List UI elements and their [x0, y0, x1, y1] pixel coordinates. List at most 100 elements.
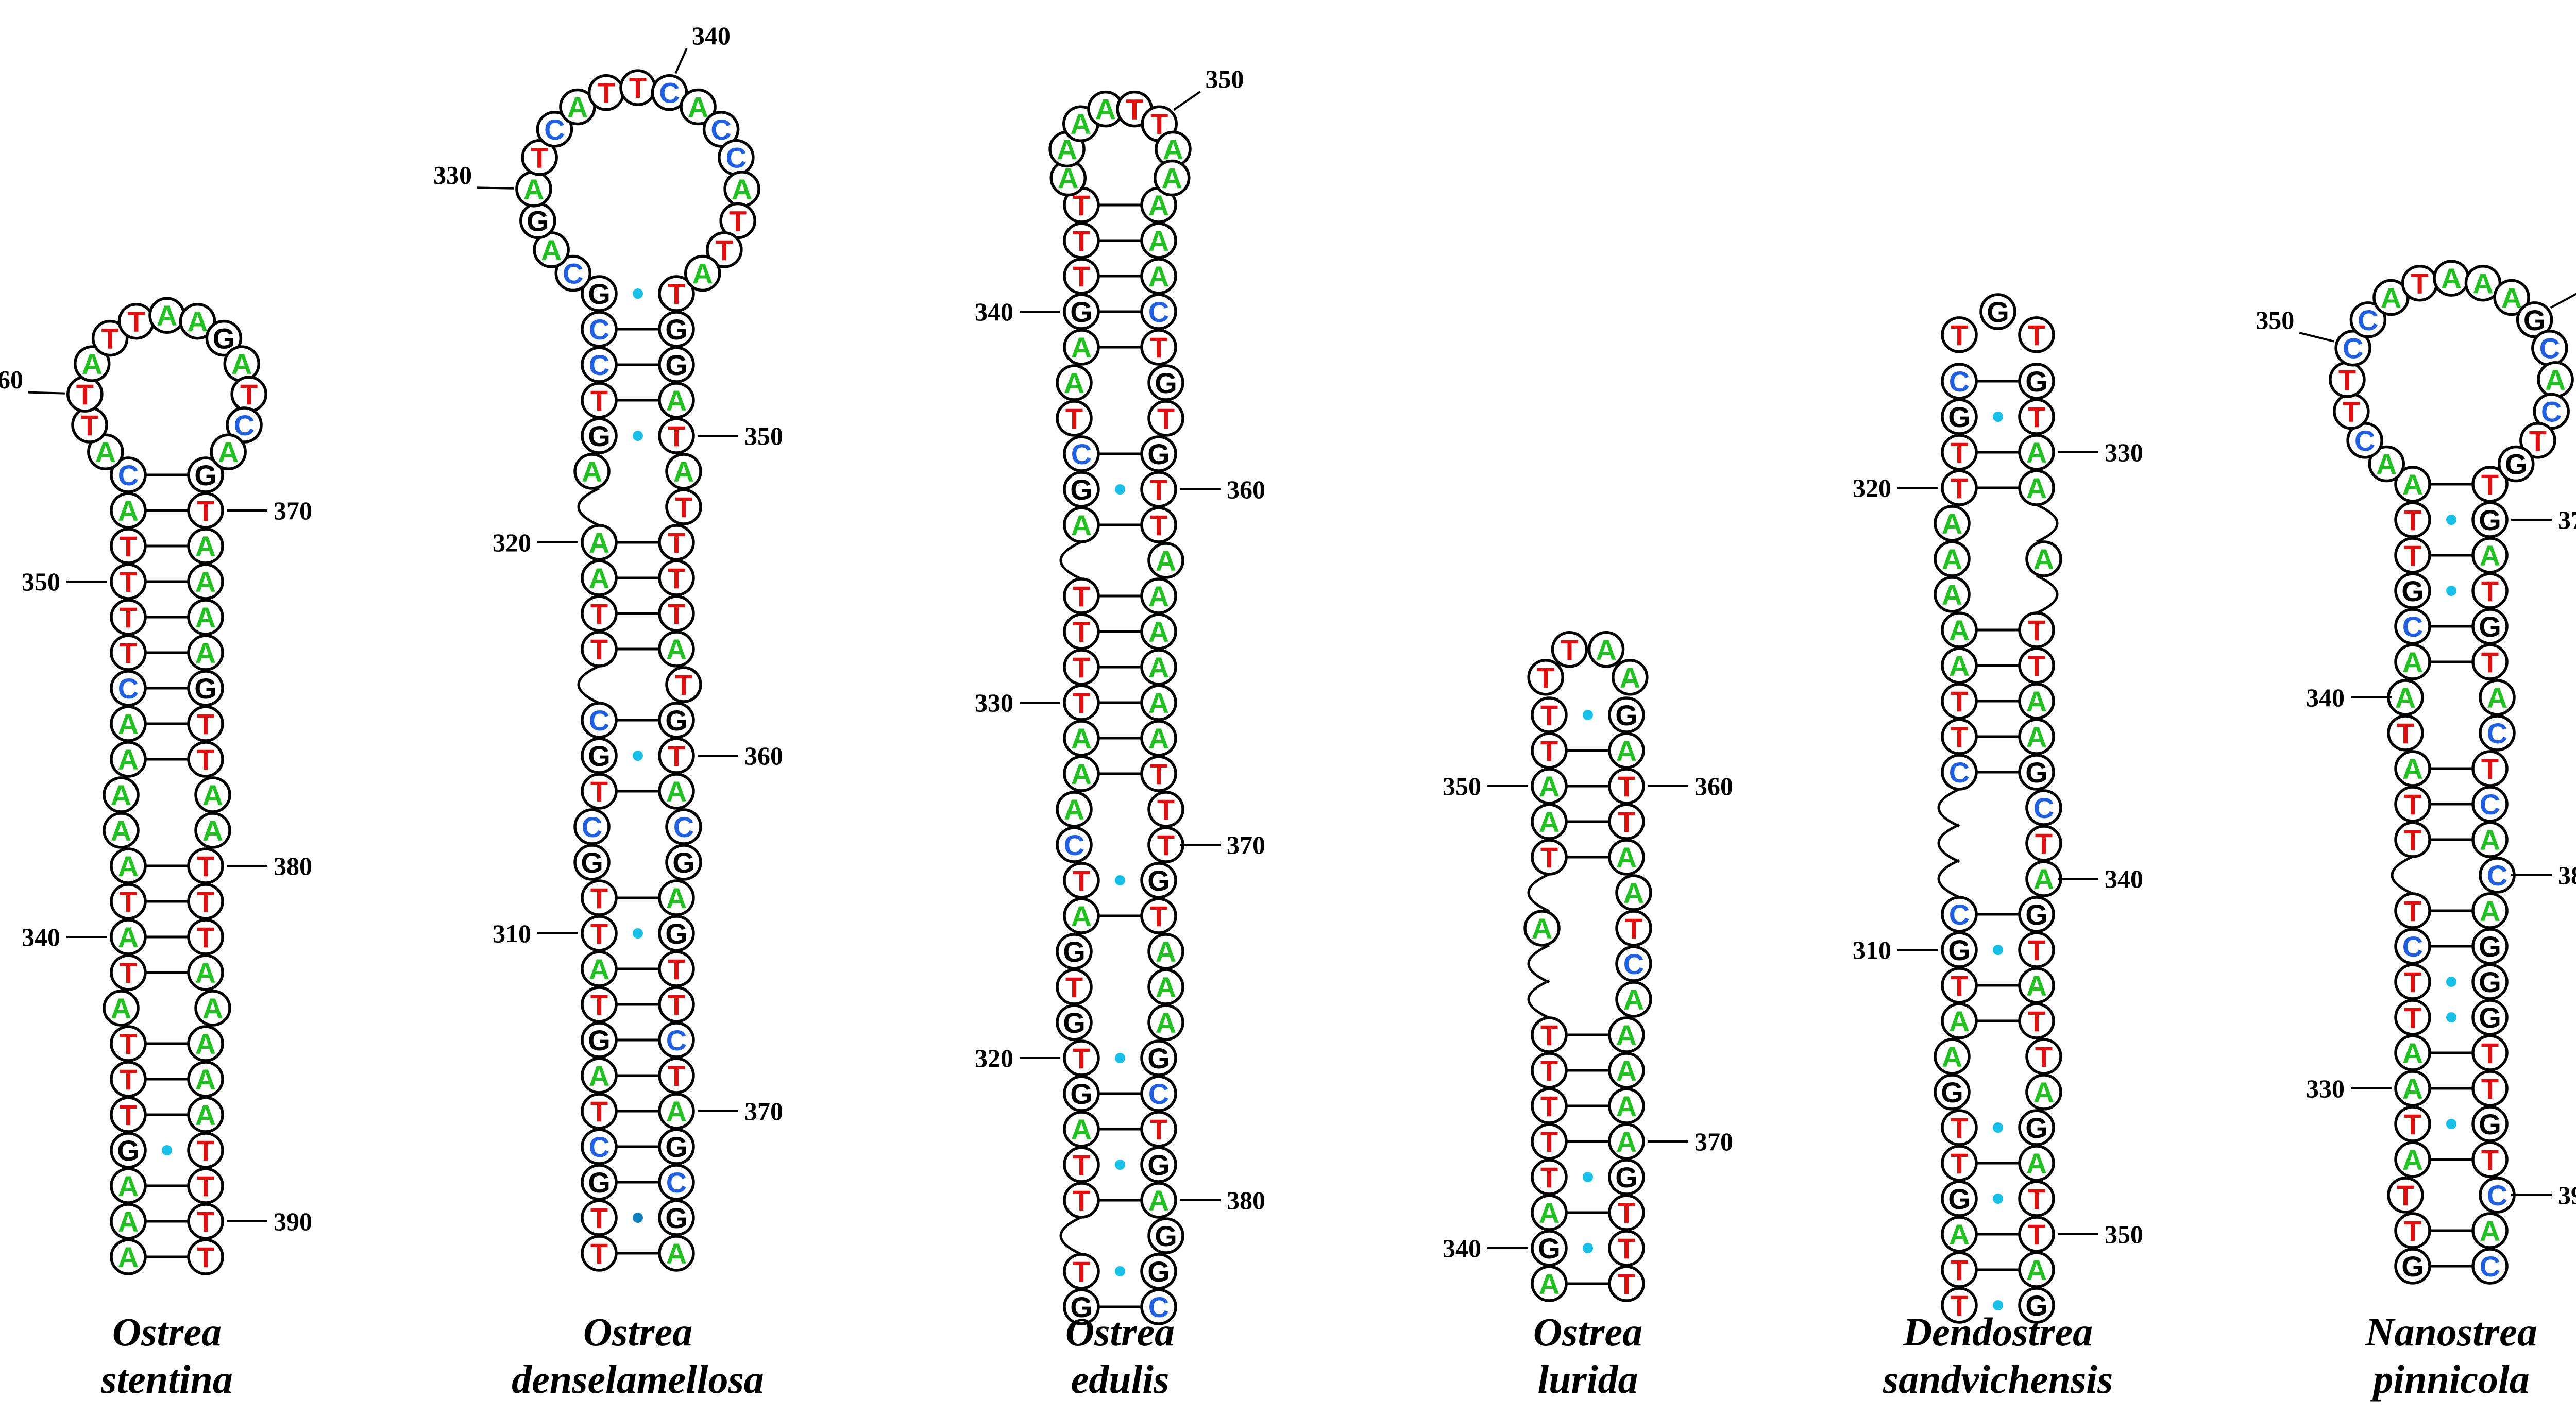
nucleotide-circle	[658, 737, 695, 774]
nucleotide-letter: G	[588, 1166, 611, 1199]
nucleotide-letter: A	[589, 1060, 609, 1092]
nucleotide-letter: A	[195, 637, 216, 669]
nucleotide-left: A	[1531, 803, 1568, 840]
nucleotide-right: A	[1140, 222, 1177, 259]
nucleotide-letter: T	[1540, 1054, 1558, 1087]
nucleotide-circle	[1979, 293, 2016, 330]
nucleotide-left: C	[2394, 608, 2431, 645]
nucleotide-left: A	[110, 918, 147, 956]
nucleotide-circle	[1063, 1075, 1100, 1112]
nucleotide-circle	[1140, 897, 1177, 934]
nucleotide-right: T	[1608, 1230, 1645, 1267]
nucleotide-circle	[658, 773, 695, 810]
position-number: 320	[975, 1044, 1013, 1072]
nucleotide-letter: G	[1063, 935, 1086, 968]
nucleotide-letter: A	[1071, 331, 1092, 364]
nucleotide-circle	[2018, 931, 2055, 968]
nucleotide-letter: A	[195, 566, 216, 598]
position-tick	[2299, 332, 2334, 343]
bulge-arc	[1937, 823, 1960, 863]
nucleotide-letter: T	[1951, 436, 1968, 469]
loop-nucleotide: T	[91, 319, 129, 357]
nucleotide-circle	[1934, 540, 1971, 577]
nucleotide-circle	[2025, 540, 2062, 577]
nucleotide-left: A	[1941, 611, 1978, 649]
nucleotide-letter: C	[1623, 948, 1644, 980]
loop-nucleotide: T	[117, 302, 155, 340]
loop-nucleotide: T	[2519, 422, 2556, 459]
nucleotide-left: T	[1063, 258, 1100, 295]
nucleotide-right: G	[2018, 754, 2055, 791]
nucleotide-circle	[194, 990, 231, 1027]
nucleotide-letter: T	[2411, 267, 2428, 300]
nucleotide-right: A	[1140, 258, 1177, 295]
position-number: 340	[2306, 683, 2345, 712]
nucleotide-circle	[658, 1093, 695, 1130]
nucleotide-right: A	[1140, 1182, 1177, 1219]
nucleotide-letter: A	[2402, 1037, 2423, 1069]
nucleotide-letter: A	[118, 850, 139, 882]
nucleotide-letter: C	[2402, 930, 2423, 963]
nucleotide-letter: T	[1150, 509, 1167, 541]
nucleotide-circle	[1056, 400, 1093, 437]
nucleotide-letter: A	[2026, 685, 2047, 718]
nucleotide-left: C	[573, 808, 611, 845]
nucleotide-right: T	[658, 986, 695, 1023]
nucleotide-circle	[573, 453, 611, 490]
nucleotide-letter: T	[668, 526, 685, 559]
nucleotide-circle	[1941, 647, 1978, 684]
nucleotide-letter: T	[2028, 934, 2045, 966]
nucleotide-right: T	[2018, 931, 2055, 968]
nucleotide-right: T	[2025, 825, 2062, 862]
nucleotide-circle	[2471, 572, 2509, 609]
nucleotide-right: T	[2471, 643, 2509, 680]
position-number: 320	[493, 528, 531, 557]
position-label: 350	[1443, 772, 1528, 800]
nucleotide-letter: A	[1156, 935, 1176, 968]
nucleotide-letter: G	[2401, 575, 2424, 607]
nucleotide-circle	[1941, 1216, 1978, 1253]
nucleotide-circle	[1063, 862, 1100, 899]
nucleotide-letter: T	[590, 1237, 608, 1270]
nucleotide-letter: A	[1539, 1197, 1560, 1229]
nucleotide-left: G	[1941, 398, 1978, 435]
nucleotide-right: A	[1615, 981, 1652, 1018]
nucleotide-circle	[2394, 1248, 2431, 1285]
nucleotide-letter: A	[111, 992, 131, 1025]
nucleotide-letter: T	[1618, 1197, 1635, 1229]
nucleotide-right: T	[665, 666, 702, 703]
nucleotide-left: T	[110, 634, 147, 671]
nucleotide-letter: A	[2402, 468, 2423, 501]
nucleotide-circle	[1934, 1073, 1971, 1111]
nucleotide-circle	[680, 88, 717, 126]
nucleotide-circle	[1941, 896, 1978, 933]
genus-label: Ostrea	[583, 1309, 692, 1354]
nucleotide-letter: A	[118, 708, 139, 740]
nucleotide-circle	[110, 1132, 147, 1169]
nucleotide-letter: G	[1147, 1255, 1170, 1288]
loop-nucleotide: A	[1587, 631, 1625, 668]
nucleotide-letter: T	[197, 495, 214, 527]
nucleotide-circle	[194, 776, 231, 813]
loop-nucleotide: A	[1087, 90, 1124, 128]
nucleotide-circle	[2025, 825, 2062, 862]
nucleotide-left: A	[1523, 910, 1561, 947]
nucleotide-circle	[110, 492, 147, 529]
genus-label: Nanostrea	[2365, 1309, 2537, 1354]
nucleotide-letter: A	[1071, 900, 1092, 932]
nucleotide-letter: G	[665, 349, 688, 381]
nucleotide-letter: A	[541, 234, 562, 266]
wobble-pair-dot	[633, 928, 643, 939]
position-number: 360	[1227, 475, 1265, 504]
nucleotide-left: T	[1941, 1287, 1978, 1324]
nucleotide-letter: T	[2343, 396, 2360, 428]
nucleotide-letter: T	[1537, 661, 1554, 694]
nucleotide-circle	[1063, 1288, 1100, 1325]
nucleotide-left: C	[1941, 896, 1978, 933]
nucleotide-circle	[1551, 631, 1588, 668]
position-label: 370	[1648, 1127, 1733, 1156]
nucleotide-right: T	[187, 741, 224, 778]
nucleotide-left: T	[1941, 1145, 1978, 1182]
nucleotide-letter: A	[2472, 267, 2493, 300]
